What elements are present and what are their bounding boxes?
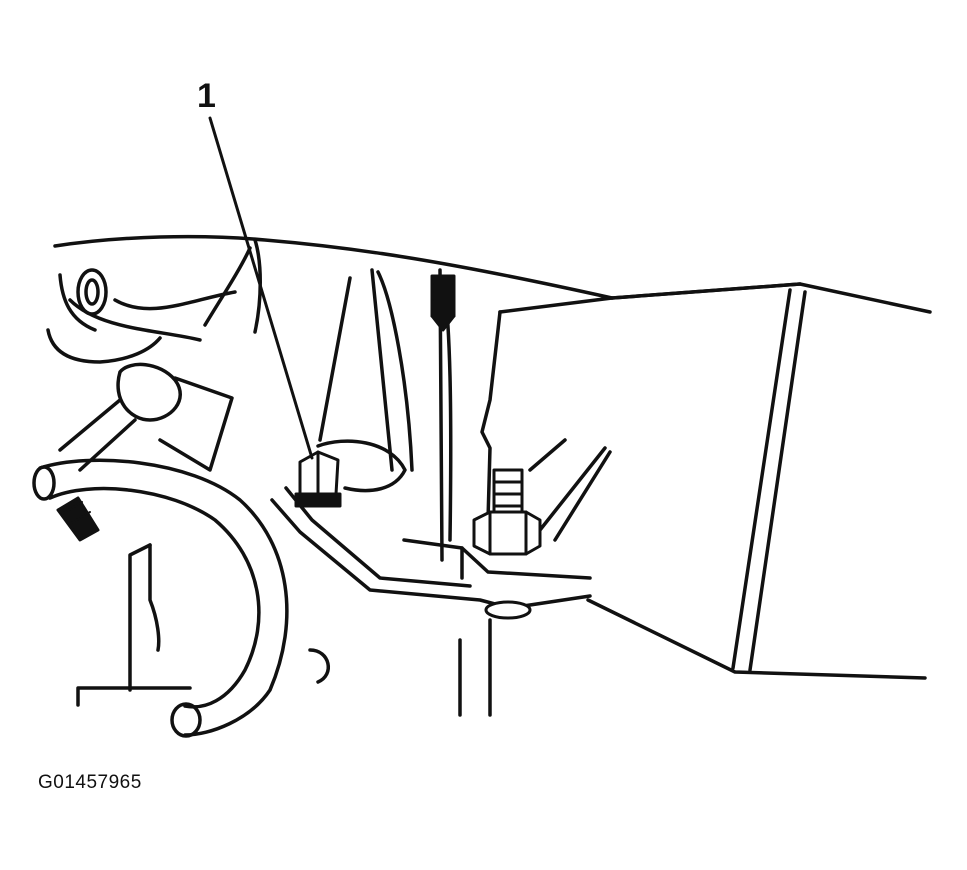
bracket-bolt bbox=[294, 450, 342, 508]
left-connector bbox=[58, 268, 237, 472]
callout-leader bbox=[208, 116, 314, 460]
module-box bbox=[480, 282, 927, 680]
lower-frame bbox=[76, 543, 492, 717]
bracket-legs bbox=[528, 438, 612, 542]
left-stud bbox=[56, 496, 100, 542]
bracket-nut bbox=[472, 468, 542, 620]
figure-id: G01457965 bbox=[38, 772, 142, 793]
callout-label-1: 1 bbox=[197, 77, 216, 115]
curved-hose bbox=[32, 458, 289, 738]
upper-stud bbox=[430, 274, 456, 332]
